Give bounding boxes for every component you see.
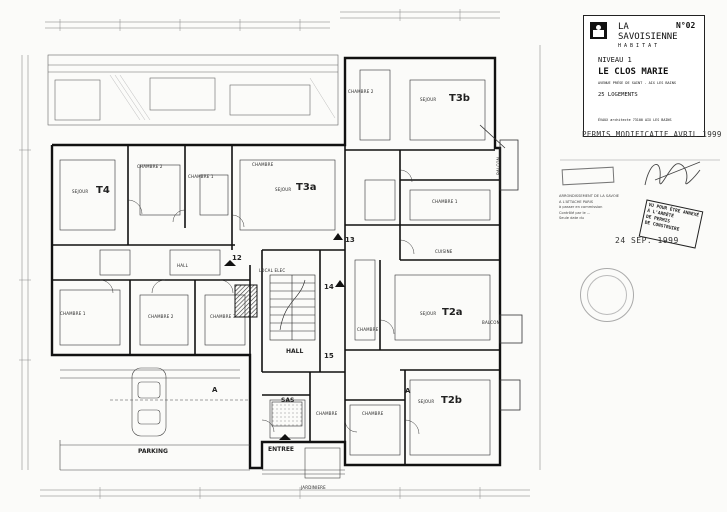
room-local-elec: LOCAL ELEC [259,268,286,273]
round-seal-icon [580,268,634,322]
room-chambre-t2b: CHAMBRE [362,411,384,416]
plan-number: N°02 [676,21,696,30]
mark-15: 15 [324,352,334,360]
room-balcon-upper: BALCON [495,157,501,175]
room-chambre-2: CHAMBRE 2 [148,314,174,319]
room-parking: PARKING [138,448,168,455]
unit-t2a-label: T2a [442,307,463,318]
approval-line: à passer en commission [559,205,603,210]
savoisienne-logo-icon [590,22,607,39]
room-cuisine-t2a: CUISINE [435,249,453,254]
brand-line-1: LA [618,22,629,32]
room-sejour-t3b: SEJOUR [420,97,437,102]
mark-14: 14 [324,283,334,291]
unit-t2b-label: T2b [441,395,462,406]
brand-line-2: SAVOISIENNE [618,32,678,42]
room-sejour-t2a: SEJOUR [420,311,437,316]
room-entree: ENTREE [268,446,295,453]
room-chambre-t4: CHAMBRE 2 [137,164,163,169]
unit-t3a-label: T3a [296,182,317,193]
room-chambre-1: CHAMBRE 1 [60,311,86,316]
room-sejour-t2b: SEJOUR [418,399,435,404]
room-balcon-mid: BALCON [482,320,500,325]
architect-line: ÉVAUX architecte 73100 AIX LES BAINS [598,118,672,122]
mark-13: 13 [345,236,355,244]
room-chambre-t3b: CHAMBRE 2 [348,89,374,94]
room-sas: SAS [281,397,295,404]
room-chambre-t3a: CHAMBRE [252,162,274,167]
small-stamp [561,166,615,186]
approval-line: Contrôlé par le ... [559,210,591,215]
room-chambre-t2a: CHAMBRE [357,327,379,332]
mark-a-left: A [212,386,218,394]
room-chambre-entry: CHAMBRE [316,411,338,416]
level-label: NIVEAU 1 [598,56,632,64]
approval-line: ARRONDISSEMENT DE LA SAVOIE [559,194,620,198]
revision-note: PERMIS MODIFICATIF AVRIL 1999 [582,130,722,139]
units-count: 25 LOGEMENTS [598,92,638,98]
room-sejour-t4: SEJOUR [72,189,89,194]
room-sejour-t3a: SEJOUR [275,187,292,192]
approval-line: A L'ATTACHE PARIS [559,199,594,204]
unit-t4-label: T4 [96,185,110,196]
date-stamp: 24 SEP. 1999 [615,236,679,245]
approval-line: Seule date du [559,216,584,221]
room-jardiniere: JARDINIERE [301,485,326,490]
brand-line-3: H A B I T A T [618,43,658,49]
project-name: LE CLOS MARIE [598,67,669,77]
title-block: LA N°02 SAVOISIENNE H A B I T A T NIVEAU… [583,15,705,137]
room-hall-upper: HALL [177,263,189,268]
project-address: AVENUE PRÉSE DE SAINT - AIX LES BAINS [598,81,676,85]
approval-text: ARRONDISSEMENT DE LA SAVOIE A L'ATTACHE … [559,194,629,223]
mark-a-right: A [405,387,411,395]
mark-12: 12 [232,254,242,262]
room-hall: HALL [286,348,304,355]
room-chambre-3: CHAMBRE 3 [210,314,236,319]
unit-t3b-label: T3b [449,93,470,104]
room-chambre-t4b: CHAMBRE 1 [188,174,214,179]
room-chambre-t3b-b: CHAMBRE 1 [432,199,458,204]
